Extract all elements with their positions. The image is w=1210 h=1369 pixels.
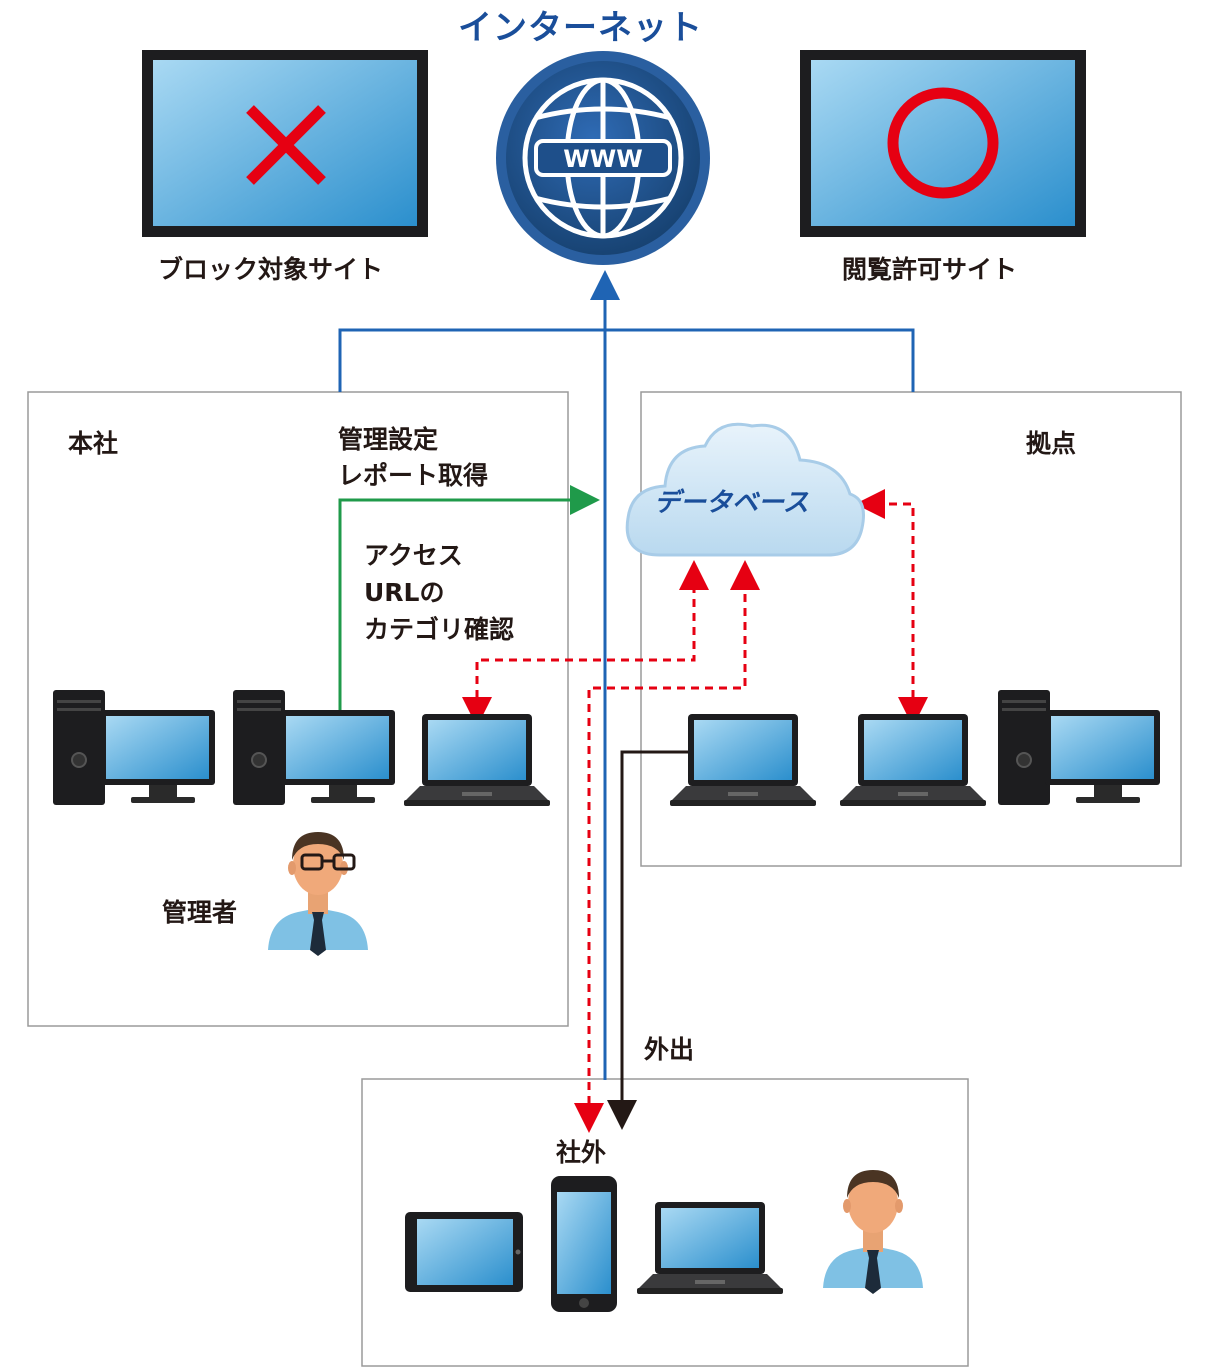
cloud-icon [625, 422, 865, 557]
blocked-site-label: ブロック対象サイト [158, 255, 384, 284]
tablet-icon [405, 1212, 523, 1292]
access-check-label-3: カテゴリ確認 [364, 615, 515, 644]
branch-laptop-1 [670, 714, 816, 806]
smartphone-icon [551, 1176, 617, 1312]
allowed-site-label: 閲覧許可サイト [842, 255, 1018, 284]
allowed-circle-icon [887, 87, 999, 199]
globe-www-icon: WWW [496, 51, 710, 265]
blocked-x-icon [246, 105, 326, 185]
branch-desktop-pc [997, 689, 1161, 806]
database-label: データベース [654, 488, 809, 518]
hq-desktop-pc-1 [52, 689, 216, 806]
admin-settings-arrow [338, 485, 600, 712]
hq-desktop-pc-2 [232, 689, 396, 806]
going-out-arrow [607, 750, 690, 1130]
admin-label: 管理者 [162, 898, 238, 927]
branch-label: 拠点 [1026, 429, 1077, 458]
admin-glasses [300, 853, 356, 871]
admin-settings-label-1: 管理設定 [338, 425, 439, 454]
admin-settings-label-2: レポート取得 [338, 461, 489, 490]
blue-connection-line [338, 328, 915, 392]
branch-laptop-db-arrow [855, 489, 928, 727]
outside-laptop [637, 1202, 783, 1294]
globe-www-text: WWW [563, 145, 642, 173]
admin-person-icon [268, 832, 368, 956]
hq-label: 本社 [68, 429, 119, 458]
access-check-label-2: URLの [364, 578, 445, 607]
internet-title: インターネット [458, 8, 703, 48]
going-out-label: 外出 [644, 1035, 695, 1064]
allowed-site-monitor [800, 50, 1086, 237]
branch-laptop-2 [840, 714, 986, 806]
hq-laptop [404, 714, 550, 806]
outside-db-arrow [574, 560, 760, 1133]
access-check-label-1: アクセス [364, 541, 463, 570]
outside-person-icon [823, 1170, 923, 1294]
outside-label: 社外 [556, 1138, 607, 1167]
blocked-site-monitor [142, 50, 428, 237]
